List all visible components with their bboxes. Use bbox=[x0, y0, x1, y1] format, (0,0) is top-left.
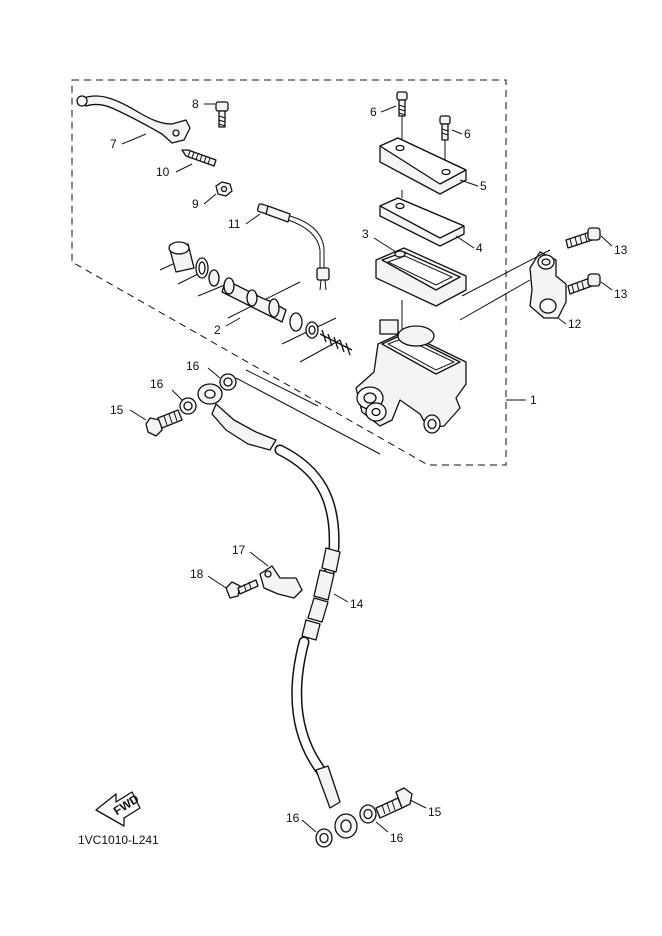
leader-16b bbox=[171, 389, 183, 401]
leader-11 bbox=[245, 213, 261, 225]
reservoir-screw-b[interactable] bbox=[439, 115, 451, 141]
handlebar-clamp[interactable] bbox=[529, 251, 567, 319]
callout-4: 4 bbox=[476, 241, 483, 255]
callout-3: 3 bbox=[362, 227, 369, 241]
callout-16c: 16 bbox=[286, 811, 300, 825]
leader-16a bbox=[207, 367, 221, 379]
catalog-code: 1VC1010-L241 bbox=[78, 833, 159, 847]
leader-7 bbox=[121, 133, 147, 145]
leader-4 bbox=[455, 235, 475, 249]
assembly-boundary bbox=[71, 79, 507, 466]
leader-3 bbox=[373, 237, 397, 253]
callout-16d: 16 bbox=[390, 831, 404, 845]
copper-washer-upper-b[interactable] bbox=[179, 397, 197, 415]
hose-guide[interactable] bbox=[259, 565, 303, 599]
forward-arrow-icon: FWD bbox=[95, 791, 142, 827]
adjust-screw[interactable] bbox=[181, 149, 217, 167]
diaphragm-holder[interactable] bbox=[379, 197, 465, 247]
callout-14: 14 bbox=[350, 597, 364, 611]
callout-13a: 13 bbox=[614, 243, 628, 257]
copper-washer-upper-a[interactable] bbox=[219, 373, 237, 391]
piston-kit[interactable] bbox=[159, 241, 353, 363]
callout-10: 10 bbox=[156, 165, 170, 179]
leader-9 bbox=[203, 193, 217, 205]
callout-15b: 15 bbox=[428, 805, 442, 819]
callout-7: 7 bbox=[110, 137, 117, 151]
leader-2 bbox=[225, 317, 241, 327]
leader-6a bbox=[380, 105, 397, 113]
lock-nut[interactable] bbox=[215, 181, 233, 197]
leader-5 bbox=[459, 179, 479, 187]
reservoir-screw-a[interactable] bbox=[396, 91, 408, 117]
callout-11: 11 bbox=[228, 217, 241, 231]
leader-6b bbox=[451, 129, 463, 135]
brake-light-switch[interactable] bbox=[256, 203, 330, 291]
leader-16d bbox=[375, 821, 389, 833]
callout-17: 17 bbox=[232, 543, 246, 557]
leader-15a bbox=[129, 409, 147, 421]
callout-18: 18 bbox=[190, 567, 204, 581]
callout-6b: 6 bbox=[464, 127, 471, 141]
callout-6a: 6 bbox=[370, 105, 377, 119]
pivot-bolt[interactable] bbox=[215, 101, 229, 128]
leader-16c bbox=[301, 819, 317, 833]
copper-washer-lower-a[interactable] bbox=[315, 828, 333, 848]
reservoir-cap[interactable] bbox=[379, 137, 467, 195]
callout-9: 9 bbox=[192, 197, 199, 211]
leader-13a bbox=[600, 235, 613, 247]
copper-washer-lower-b[interactable] bbox=[359, 804, 377, 824]
callout-15a: 15 bbox=[110, 403, 124, 417]
leader-15b bbox=[409, 799, 427, 809]
guide-bolt[interactable] bbox=[225, 579, 259, 599]
leader-18 bbox=[207, 575, 227, 589]
callout-16a: 16 bbox=[186, 359, 200, 373]
callout-8: 8 bbox=[192, 97, 199, 111]
leader-13b bbox=[600, 281, 613, 291]
callout-16b: 16 bbox=[150, 377, 164, 391]
callout-1: 1 bbox=[530, 393, 537, 407]
leader-10 bbox=[175, 163, 193, 173]
callout-5: 5 bbox=[480, 179, 487, 193]
brake-lever[interactable] bbox=[76, 95, 191, 144]
callout-12: 12 bbox=[568, 317, 582, 331]
clamp-bolt-b[interactable] bbox=[567, 273, 601, 295]
diaphragm[interactable] bbox=[375, 247, 467, 307]
callout-13b: 13 bbox=[614, 287, 628, 301]
leader-17 bbox=[249, 551, 269, 567]
union-bolt-upper[interactable] bbox=[145, 409, 183, 437]
leader-14 bbox=[333, 593, 349, 603]
master-cylinder-body[interactable] bbox=[355, 319, 467, 434]
brake-hose[interactable] bbox=[197, 383, 358, 839]
callout-2: 2 bbox=[214, 323, 221, 337]
leader-12 bbox=[557, 317, 567, 325]
union-bolt-lower[interactable] bbox=[375, 787, 413, 819]
clamp-bolt-a[interactable] bbox=[565, 227, 601, 249]
